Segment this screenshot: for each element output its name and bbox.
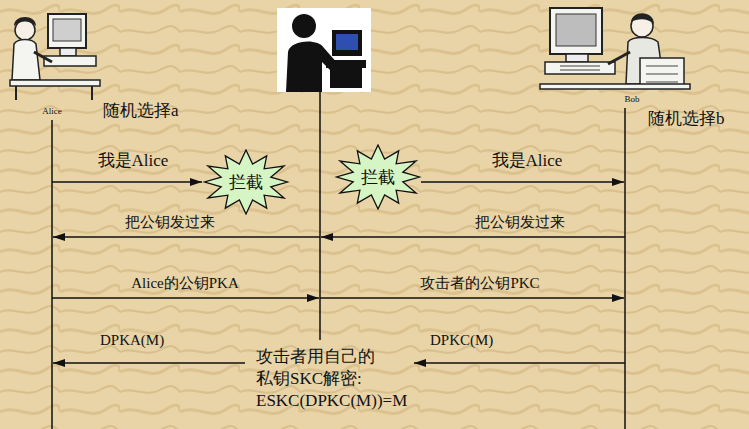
note-block: 攻击者用自己的 私钥SKC解密: ESKC(DPKC(M))=M — [256, 346, 407, 412]
lifeline — [51, 120, 53, 429]
note: 随机选择b — [648, 109, 725, 129]
message-arrow — [421, 181, 624, 182]
burst-label: 拦截 — [201, 149, 291, 215]
attacker-icon — [277, 8, 371, 92]
message-label: Alice的公钥PKA — [131, 274, 239, 292]
message-arrow — [52, 297, 319, 298]
message-label: 把公钥发过来 — [475, 213, 565, 231]
bob-icon — [540, 8, 690, 89]
message-label: DPKC(M) — [430, 331, 493, 349]
message-label: DPKA(M) — [100, 331, 164, 349]
message-label: 我是Alice — [98, 151, 169, 171]
burst-label: 拦截 — [333, 144, 423, 210]
message-arrow — [53, 236, 320, 237]
actor-name: Alice — [42, 106, 62, 117]
actor-name: Bob — [624, 94, 639, 105]
lifeline — [624, 108, 626, 429]
note: 随机选择a — [103, 101, 179, 121]
message-arrow — [52, 181, 202, 182]
message-label: 把公钥发过来 — [125, 213, 215, 231]
intercept-burst: 拦截 — [201, 149, 291, 215]
intercept-burst: 拦截 — [333, 144, 423, 210]
message-label: 我是Alice — [492, 151, 563, 171]
message-arrow — [53, 362, 245, 363]
message-label: 攻击者的公钥PKC — [420, 274, 539, 292]
message-arrow — [320, 297, 624, 298]
lifeline — [319, 92, 321, 340]
message-arrow — [321, 236, 625, 237]
alice-icon — [10, 14, 100, 100]
message-arrow — [414, 362, 625, 363]
